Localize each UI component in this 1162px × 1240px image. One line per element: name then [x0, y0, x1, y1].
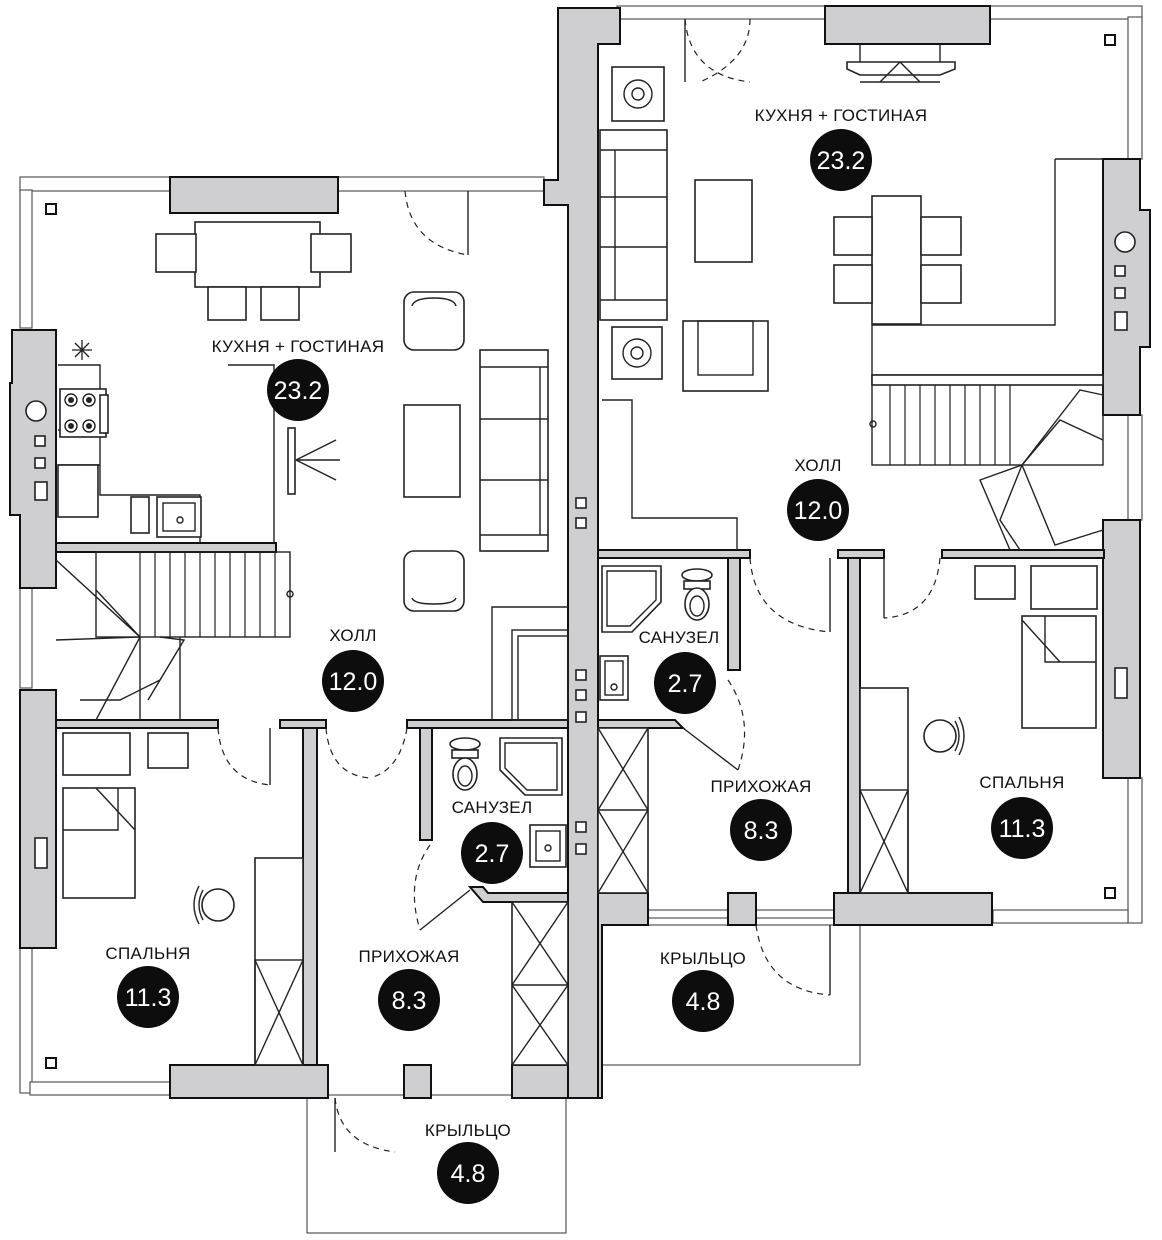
- room-right-kitchen: КУХНЯ + ГОСТИНАЯ 23.2: [755, 106, 928, 191]
- area-badge: [117, 966, 179, 1028]
- area-value-right-entry: 8.3: [744, 817, 779, 845]
- area-value-right-bath: 2.7: [668, 670, 703, 698]
- room-left-hall: ХОЛЛ 12.0: [322, 626, 384, 712]
- area-value-right-bedroom: 11.3: [999, 815, 1046, 843]
- room-left-kitchen: КУХНЯ + ГОСТИНАЯ 23.2: [212, 337, 385, 421]
- room-name-right-hall: ХОЛЛ: [794, 456, 841, 475]
- area-badge: [654, 652, 716, 714]
- room-name-right-porch: КРЫЛЬЦО: [660, 949, 746, 968]
- area-badge: [787, 479, 849, 541]
- room-name-right-entry: ПРИХОЖАЯ: [710, 777, 811, 796]
- room-name-left-kitchen: КУХНЯ + ГОСТИНАЯ: [212, 337, 385, 356]
- room-right-bedroom: СПАЛЬНЯ 11.3: [979, 773, 1064, 859]
- room-name-left-hall: ХОЛЛ: [329, 626, 376, 645]
- area-badge: [730, 799, 792, 861]
- room-name-right-bath: САНУЗЕЛ: [639, 628, 720, 647]
- room-right-bath: САНУЗЕЛ 2.7: [639, 628, 720, 714]
- area-badge: [378, 969, 440, 1031]
- area-value-right-hall: 12.0: [794, 497, 843, 525]
- corner-marks: [45, 34, 1116, 1069]
- room-name-right-kitchen: КУХНЯ + ГОСТИНАЯ: [755, 106, 928, 125]
- room-right-porch: КРЫЛЬЦО 4.8: [660, 949, 746, 1032]
- area-value-left-porch: 4.8: [451, 1160, 486, 1188]
- area-badge: [991, 797, 1053, 859]
- right-unit-furniture: [597, 44, 1104, 894]
- room-name-left-bedroom: СПАЛЬНЯ: [105, 944, 190, 963]
- area-value-left-bath: 2.7: [475, 840, 510, 868]
- area-badge: [267, 359, 329, 421]
- area-badge: [672, 970, 734, 1032]
- door-swings: [217, 18, 941, 1153]
- area-badge: [810, 129, 872, 191]
- area-value-left-entry: 8.3: [392, 987, 427, 1015]
- room-name-left-entry: ПРИХОЖАЯ: [358, 947, 459, 966]
- left-unit-furniture: [55, 221, 569, 1066]
- room-right-hall: ХОЛЛ 12.0: [787, 456, 849, 541]
- area-value-right-kitchen: 23.2: [817, 147, 866, 175]
- room-name-right-bedroom: СПАЛЬНЯ: [979, 773, 1064, 792]
- walls: [9, 5, 1151, 1099]
- room-left-bedroom: СПАЛЬНЯ 11.3: [105, 944, 190, 1028]
- room-left-bath: САНУЗЕЛ 2.7: [452, 798, 533, 884]
- area-value-right-porch: 4.8: [686, 988, 721, 1016]
- room-right-entry: ПРИХОЖАЯ 8.3: [710, 777, 811, 861]
- room-name-left-bath: САНУЗЕЛ: [452, 798, 533, 817]
- area-badge: [437, 1142, 499, 1204]
- room-left-porch: КРЫЛЬЦО 4.8: [425, 1121, 511, 1204]
- wall-devices: [25, 231, 1136, 869]
- room-labels: КУХНЯ + ГОСТИНАЯ 23.2 ХОЛЛ 12.0 САНУЗЕЛ …: [105, 106, 1064, 1204]
- vent-squares: [575, 497, 587, 855]
- area-badge: [322, 650, 384, 712]
- room-left-entry: ПРИХОЖАЯ 8.3: [358, 947, 459, 1031]
- area-badge: [461, 822, 523, 884]
- area-value-left-hall: 12.0: [329, 668, 378, 696]
- room-name-left-porch: КРЫЛЬЦО: [425, 1121, 511, 1140]
- area-value-left-bedroom: 11.3: [125, 984, 172, 1012]
- area-value-left-kitchen: 23.2: [274, 377, 323, 405]
